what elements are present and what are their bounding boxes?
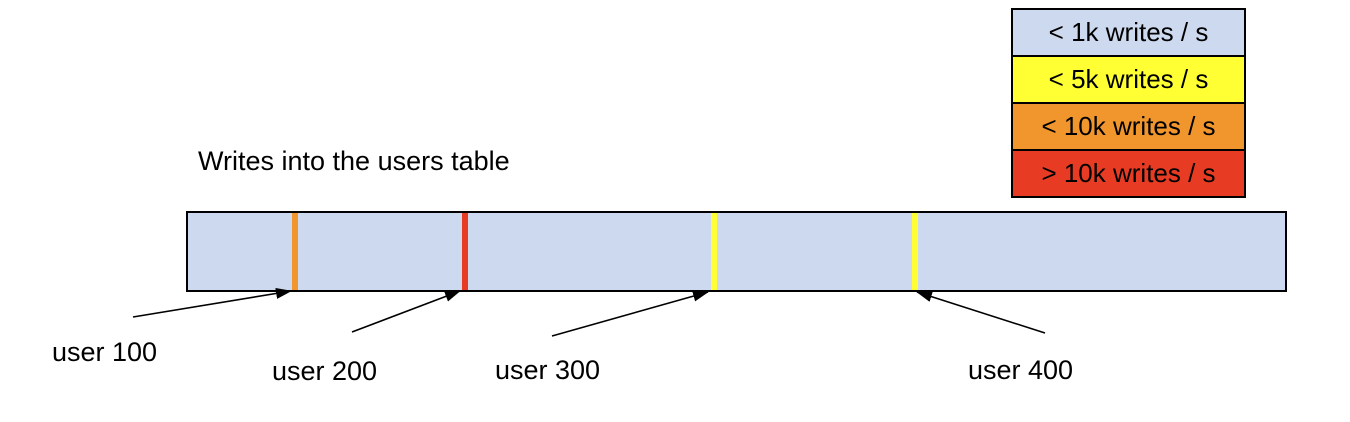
annotation-arrow-user-100 [132,288,292,318]
user-label-user-100: user 100 [52,337,158,367]
diagram-title: Writes into the users table [198,146,510,176]
annotation-arrow-user-200 [351,290,461,333]
user-200-tick [462,213,468,290]
users-table-bar [186,211,1287,292]
legend: < 1k writes / s< 5k writes / s< 10k writ… [1011,8,1246,198]
user-label-user-200: user 200 [272,356,378,386]
annotation-arrow-user-400 [916,291,1046,334]
user-400-tick [912,213,918,290]
legend-item-yellow: < 5k writes / s [1013,55,1244,102]
legend-item-light-blue: < 1k writes / s [1013,10,1244,55]
user-label-user-400: user 400 [968,355,1074,385]
annotation-arrow-user-300 [551,290,709,337]
legend-item-red: > 10k writes / s [1013,149,1244,196]
user-300-tick [711,213,717,290]
user-label-user-300: user 300 [495,355,601,385]
legend-item-orange: < 10k writes / s [1013,102,1244,149]
user-100-tick [292,213,298,290]
